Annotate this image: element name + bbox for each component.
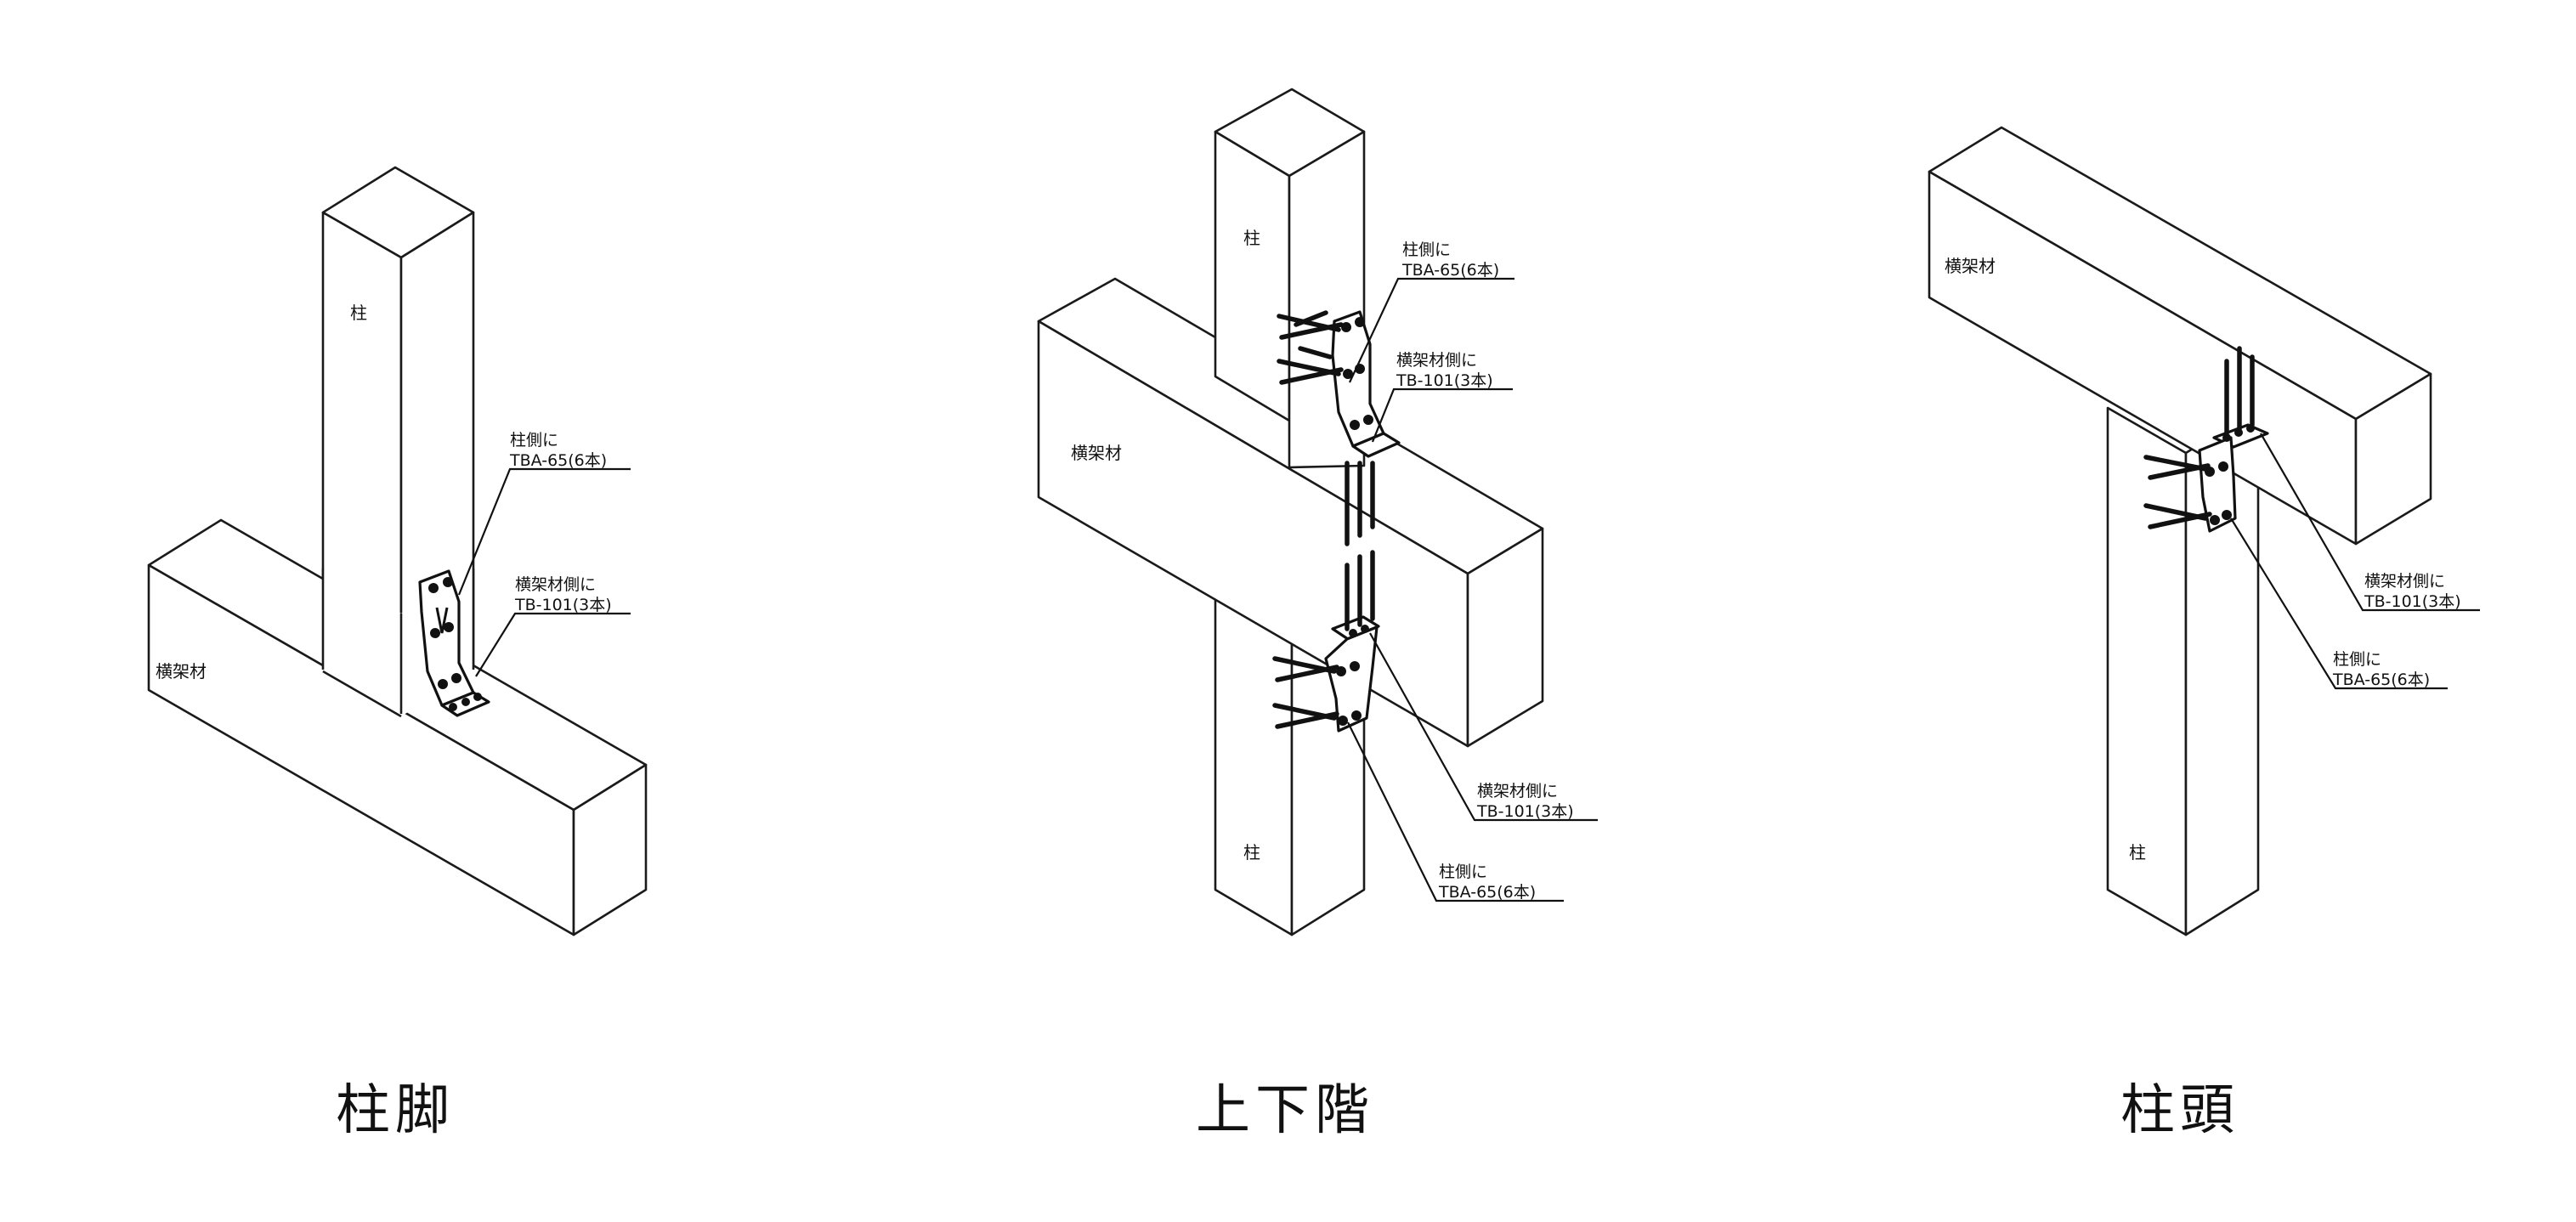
callout-beam-line2: TB-101(3本) <box>2364 592 2461 611</box>
callout-post-lower-line2: TBA-65(6本) <box>1438 883 1536 902</box>
beam-label: 横架材 <box>1945 256 1996 276</box>
beam-label: 横架材 <box>156 661 207 682</box>
callout-beam-line1: 横架材側に <box>2364 572 2445 591</box>
callout-beam-upper-line2: TB-101(3本) <box>1396 371 1493 390</box>
post-member <box>2106 406 2260 936</box>
post-label: 柱 <box>2129 842 2146 863</box>
callout-post-upper-line2: TBA-65(6本) <box>1401 261 1499 280</box>
tb-bracket <box>2143 346 2269 533</box>
callout-beam-lower-line1: 横架材側に <box>1477 782 1558 801</box>
callout-post-lower-line1: 柱側に <box>1439 863 1487 881</box>
callout-post-line1: 柱側に <box>510 431 558 450</box>
callout-beam-lower-line2: TB-101(3本) <box>1476 802 1574 821</box>
callout-beam-line1: 横架材側に <box>515 575 596 594</box>
callout-post-line2: TBA-65(6本) <box>2332 670 2430 689</box>
tb-bracket-lower <box>1272 550 1380 733</box>
post-lower-label: 柱 <box>1243 842 1260 863</box>
panel-title: 上下階 <box>1196 1079 1374 1142</box>
beam-member <box>1928 126 2432 546</box>
callout-beam-line2: TB-101(3本) <box>514 596 612 614</box>
tb-bracket-upper <box>1277 310 1401 546</box>
panel-column-base: 柱 横架材 柱側に TBA-65(6本) 横架材側に TB-101(3本) 柱脚 <box>147 166 648 1142</box>
panel-title: 柱頭 <box>2120 1079 2239 1142</box>
callout-beam-upper-line1: 横架材側に <box>1396 351 1477 370</box>
callout-post-line2: TBA-65(6本) <box>509 451 607 470</box>
callout-post-upper-line1: 柱側に <box>1402 240 1451 259</box>
callout-post-line1: 柱側に <box>2333 650 2381 669</box>
post-label: 柱 <box>350 303 367 323</box>
panel-upper-lower-floor: 柱 柱 横架材 柱側に TBA-65(6本) 横架材側に TB-101(3本) … <box>1037 88 1598 1142</box>
tb-bracket <box>418 569 490 717</box>
panel-column-head: 横架材 柱 横架材側に TB-101(3本) 柱側に TBA-65(6本) 柱頭 <box>1928 126 2480 1142</box>
beam-label: 横架材 <box>1071 443 1122 463</box>
post-upper-label: 柱 <box>1243 228 1260 248</box>
panel-title: 柱脚 <box>336 1079 455 1142</box>
